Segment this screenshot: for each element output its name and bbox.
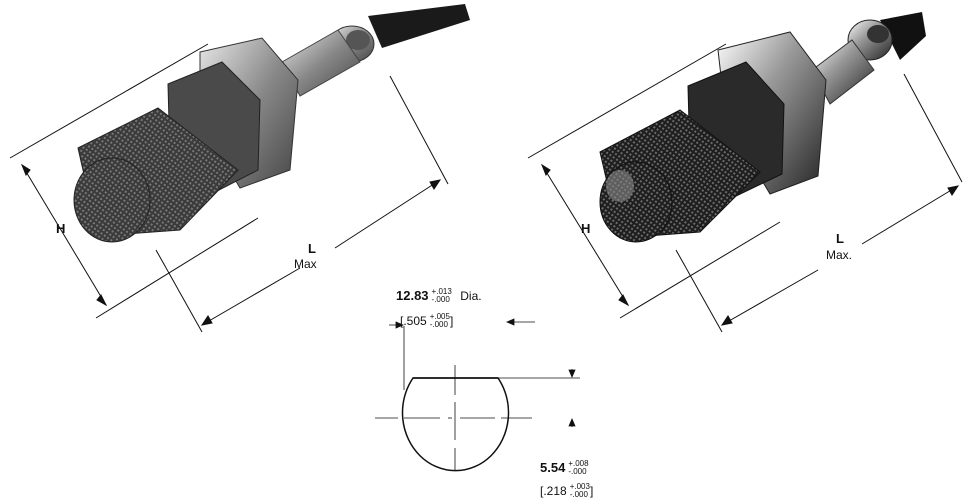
right-connector bbox=[599, 12, 926, 243]
right-length-label: L bbox=[836, 231, 844, 246]
flat-tol-minus: -.000 bbox=[568, 467, 587, 476]
left-connector bbox=[73, 4, 470, 243]
diameter-inch-tol-minus: -.000 bbox=[429, 320, 448, 329]
cutout-centerlines bbox=[375, 318, 580, 470]
left-dimension-lines bbox=[9, 43, 449, 333]
flat-tol-plus: +.008 bbox=[568, 459, 589, 468]
diameter-suffix: Dia. bbox=[460, 289, 482, 304]
flat-tolerance: +.008-.000 bbox=[568, 460, 588, 476]
diameter-inch-tolerance: +.005-.000 bbox=[430, 313, 450, 329]
left-length-sub: Max bbox=[294, 257, 317, 271]
flat-inch-tol-plus: +.003 bbox=[569, 482, 590, 491]
diameter-value: 12.83 bbox=[396, 288, 429, 304]
flat-inch-tolerance: +.003-.000 bbox=[570, 483, 590, 499]
right-height-label: H bbox=[581, 221, 591, 236]
diameter-tol-minus: -.000 bbox=[431, 295, 450, 304]
diameter-inch-callout: [.505+.005-.000] bbox=[400, 313, 453, 329]
diameter-callout: 12.83+.013-.000 Dia. bbox=[396, 288, 482, 304]
flat-inch-tol-minus: -.000 bbox=[569, 490, 588, 499]
flat-inch-value: [.218 bbox=[540, 484, 567, 499]
panel-cutout bbox=[401, 377, 510, 472]
left-height-label: H bbox=[56, 221, 66, 236]
left-length-label: L bbox=[308, 241, 316, 256]
flat-inch-close: ] bbox=[589, 484, 594, 499]
diameter-tol-plus: +.013 bbox=[431, 287, 452, 296]
flat-callout: 5.54+.008-.000 bbox=[540, 460, 589, 476]
flat-inch-callout: [.218+.003-.000] bbox=[540, 483, 593, 499]
diameter-inch-tol-plus: +.005 bbox=[429, 312, 450, 321]
diameter-inch-close: ] bbox=[449, 314, 454, 329]
flat-value: 5.54 bbox=[540, 460, 566, 476]
right-length-sub: Max. bbox=[826, 248, 853, 262]
right-dimension-lines bbox=[527, 43, 963, 333]
diameter-tolerance: +.013-.000 bbox=[432, 288, 452, 304]
cutout-profile bbox=[401, 377, 510, 472]
diameter-inch-value: [.505 bbox=[400, 314, 427, 329]
